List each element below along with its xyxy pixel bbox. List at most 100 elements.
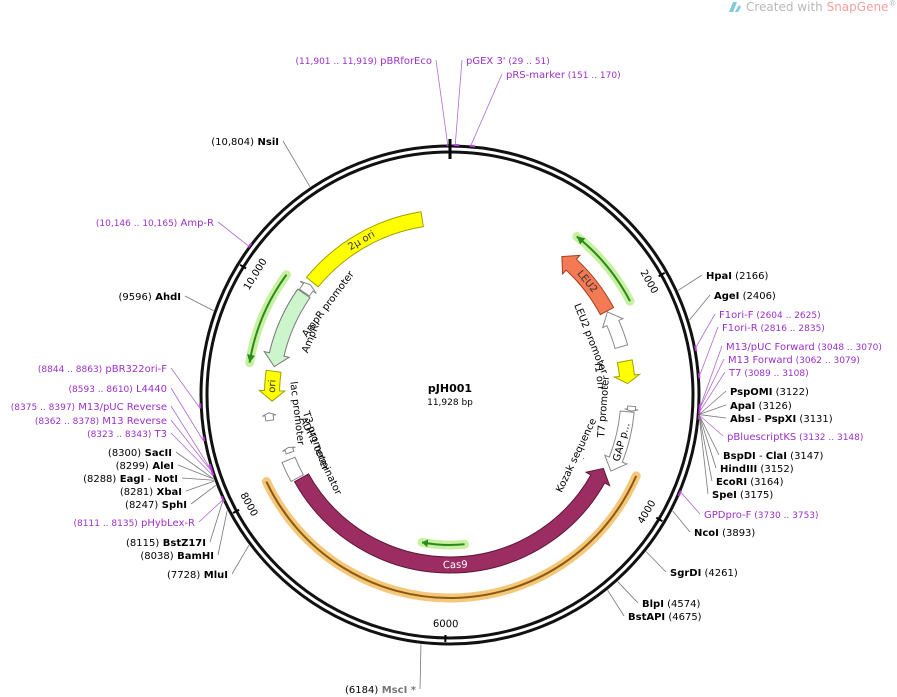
site-label-part: pGEX 3' xyxy=(466,56,506,67)
site-label-part: (10,804) xyxy=(211,137,254,148)
site-label: (10,804) NsiI xyxy=(211,137,279,148)
green-arc-leu2 xyxy=(572,231,635,306)
tick-8000 xyxy=(232,508,240,514)
site-label: (8300) SacII xyxy=(108,448,172,459)
site-label: (11,901 .. 11,919) pBRforEco xyxy=(296,56,432,67)
site-label: (8247) SphI xyxy=(125,500,187,511)
primer-mark xyxy=(220,495,225,502)
leader-line xyxy=(677,274,703,291)
site-label-part: HpaI xyxy=(706,271,732,282)
site-label: F1ori-F (2604 .. 2625) xyxy=(719,310,821,321)
leader-line xyxy=(699,417,717,469)
leader-line xyxy=(454,59,463,145)
site-label-part: M13 Forward xyxy=(728,355,793,366)
primer-mark xyxy=(202,436,206,442)
site-label: (8362 .. 8378) M13 Reverse xyxy=(35,416,167,427)
primer-mark xyxy=(208,463,213,470)
plasmid-center-label: pJH001 11,928 bp xyxy=(427,382,473,408)
site-label: HpaI (2166) xyxy=(706,271,769,282)
site-label-part: BspDI xyxy=(723,451,756,462)
site-label-part: F1ori-F xyxy=(719,310,754,321)
leader-line xyxy=(177,464,214,480)
site-label-part: SgrDI xyxy=(670,568,701,579)
watermark-prefix: Created with xyxy=(746,0,827,14)
tick-4000 xyxy=(655,516,663,523)
site-label-part: (8362 .. 8378) xyxy=(35,417,99,427)
site-label: (8375 .. 8397) M13/pUC Reverse xyxy=(11,402,167,413)
primer-mark xyxy=(677,490,682,497)
site-label-part: (3062 .. 3079) xyxy=(793,356,860,366)
site-label-part: - xyxy=(144,474,154,485)
site-label-part: (6184) xyxy=(345,685,378,696)
feature-2-ori: 2µ ori xyxy=(305,211,424,288)
green-arc-ampr xyxy=(245,270,291,368)
site-label-part: Amp-R xyxy=(177,218,214,229)
site-label-part: pBR322ori-F xyxy=(102,364,167,375)
svg-text:Created with SnapGene®: Created with SnapGene® xyxy=(746,0,896,14)
site-label-part: M13 Reverse xyxy=(99,416,167,427)
site-label-part: (2406) xyxy=(739,291,776,302)
feature-label-ori: ori xyxy=(267,379,279,393)
watermark-mark: ® xyxy=(888,0,896,8)
site-label-part: M13/pUC Forward xyxy=(726,342,815,353)
site-label: (8299) AleI xyxy=(116,461,174,472)
site-label: GPDpro-F (3730 .. 3753) xyxy=(704,510,819,521)
site-label-part: EagI xyxy=(116,474,144,485)
leader-line xyxy=(175,451,214,480)
site-label-part: (8300) xyxy=(108,448,141,459)
site-label-part: (2604 .. 2625) xyxy=(753,311,820,321)
site-label-part: ApaI xyxy=(730,401,755,412)
site-label-part: (3175) xyxy=(737,490,774,501)
site-label: F1ori-R (2816 .. 2835) xyxy=(722,323,825,334)
site-label: (9596) AhdI xyxy=(119,292,181,303)
site-label: SgrDI (4261) xyxy=(670,568,738,579)
site-label-part: (8247) xyxy=(125,500,158,511)
site-label-part: (3147) xyxy=(787,451,824,462)
site-label-part: NotI xyxy=(154,474,178,485)
plasmid-name: pJH001 xyxy=(428,382,472,395)
leader-line xyxy=(645,551,667,573)
site-label: (8323 .. 8343) T3 xyxy=(87,429,167,440)
feature-t7-promoter: T7 promoter xyxy=(596,374,639,439)
primer-mark xyxy=(694,345,698,352)
feature-f1-ori: f1 ori xyxy=(592,359,642,390)
site-label-part: AgeI xyxy=(714,291,739,302)
site-label: NcoI (3893) xyxy=(694,528,755,539)
leader-line xyxy=(680,492,701,515)
site-label: BspDI - ClaI (3147) xyxy=(723,451,824,462)
site-label: BlpI (4574) xyxy=(642,599,700,610)
leader-line xyxy=(209,501,224,543)
primer-mark xyxy=(247,242,253,248)
feature-label-t7-promoter: T7 promoter xyxy=(596,374,612,439)
site-label: ApaI (3126) xyxy=(730,401,792,412)
site-label-part: (3132 .. 3148) xyxy=(796,433,863,443)
site-label-part: M13/pUC Reverse xyxy=(75,402,167,413)
snapgene-logo-icon xyxy=(729,2,741,12)
site-label-part: (8111 .. 8135) xyxy=(74,519,138,529)
site-label-part: (151 .. 170) xyxy=(565,71,621,81)
site-label: AbsI - PspXI (3131) xyxy=(730,414,833,425)
site-label-part: (3048 .. 3070) xyxy=(815,343,882,353)
site-label-part: (3122) xyxy=(772,387,809,398)
site-label-part: (10,146 .. 10,165) xyxy=(96,219,177,229)
site-label: AgeI (2406) xyxy=(714,291,776,302)
site-label-part: F1ori-R xyxy=(722,323,758,334)
feature-cas9: Cas9 xyxy=(293,467,611,574)
leader-line xyxy=(435,59,449,145)
leader-line xyxy=(419,644,422,690)
leader-line xyxy=(699,420,709,495)
site-label-part: (4261) xyxy=(701,568,738,579)
leader-line xyxy=(689,294,711,321)
site-label-part: PspXI xyxy=(765,414,797,425)
leader-line xyxy=(184,295,214,312)
feature-gap-promoter: GAP p... xyxy=(603,410,635,472)
site-label: (6184) MscI * xyxy=(345,685,417,696)
site-label: EcoRI (3164) xyxy=(716,477,784,488)
site-label-part: (29 .. 51) xyxy=(506,57,550,67)
site-label: pGEX 3' (29 .. 51) xyxy=(466,56,550,67)
leader-line xyxy=(700,371,726,411)
site-label-part: BlpI xyxy=(642,599,664,610)
site-label: SpeI (3175) xyxy=(712,490,773,501)
green-arc-cas9 xyxy=(417,537,470,550)
site-label: (8038) BamHI xyxy=(140,551,214,562)
